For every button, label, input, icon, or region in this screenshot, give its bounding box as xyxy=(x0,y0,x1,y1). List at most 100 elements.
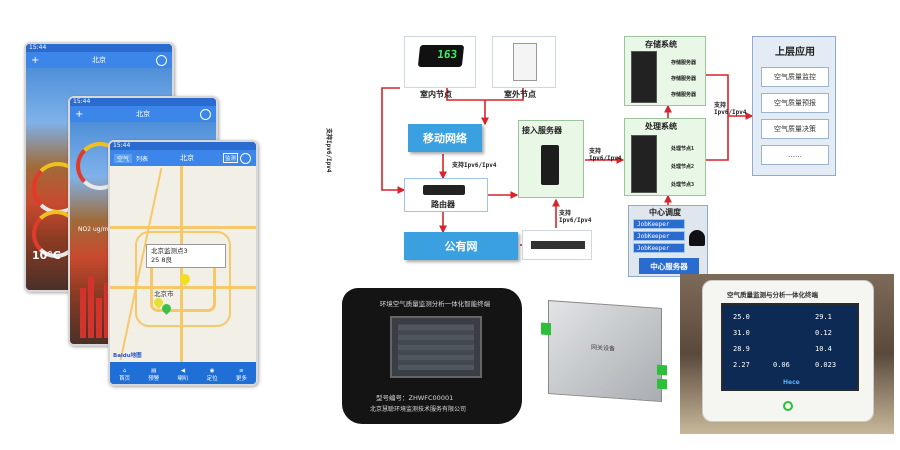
protocol-label-vertical: 支持Ipv6/Ipv4 xyxy=(325,128,332,173)
monitor-switch[interactable]: 监测 xyxy=(222,153,238,163)
tablet-terminal-photo: 环境空气质量监测分析一体化智能终端 型号编号：ZHWFC00001 北京慧聪环境… xyxy=(342,288,522,424)
router-icon xyxy=(423,185,465,195)
status-bar: 15:44 xyxy=(26,44,172,52)
map-view[interactable]: 北京监测点3 25 8良 北京市 Baidu地图 xyxy=(110,166,256,362)
station-popup[interactable]: 北京监测点3 25 8良 xyxy=(146,244,226,268)
tablet-footer-company: 北京慧聪环境监测技术服务有限公司 xyxy=(370,406,467,413)
protocol-line: Ipv6/Ipv4 xyxy=(714,109,747,116)
terminal-block xyxy=(541,322,551,336)
phone-screen-3: 15:44 空气 列表 北京 监测 北京监测点3 25 8良 北京市 Baidu… xyxy=(108,140,258,386)
app-header: + 北京 xyxy=(70,106,216,122)
bar-chart xyxy=(80,268,120,338)
console-icon xyxy=(689,230,705,246)
user-icon[interactable] xyxy=(156,54,167,66)
gateway-box-photo: 网关设备 xyxy=(541,300,667,402)
switch-node xyxy=(522,230,592,260)
tab-home[interactable]: ⌂首页 xyxy=(119,368,131,382)
protocol-line: Ipv6/Ipv4 xyxy=(589,155,622,162)
tablet-screen xyxy=(390,316,482,378)
monitor-terminal-photo: 空气质量监测与分析一体化终端 25.0 31.0 28.9 2.27 0.06 … xyxy=(680,274,894,434)
upper-apps-title: 上层应用 xyxy=(775,47,815,58)
app-item-decision: 空气质量决策 xyxy=(761,119,829,139)
city-label: 北京市 xyxy=(154,290,174,298)
chart-bar xyxy=(96,298,102,338)
protocol-line: 支持 xyxy=(559,210,572,217)
status-bar: 15:44 xyxy=(110,142,256,150)
monitor-value: 0.12 xyxy=(815,329,832,337)
status-bar: 15:44 xyxy=(70,98,216,106)
jobkeeper-item: JobKeeper xyxy=(633,243,685,253)
user-icon[interactable] xyxy=(200,108,211,120)
indoor-node-label: 室内节点 xyxy=(420,90,452,99)
protocol-label-router: 支持Ipv6/Ipv4 xyxy=(452,162,497,169)
monitor-value: 0.023 xyxy=(815,361,837,369)
app-item-monitor: 空气质量监控 xyxy=(761,67,829,87)
storage-system-label: 存储系统 xyxy=(645,40,677,49)
storage-rack-icon xyxy=(631,51,657,103)
scheduling-center-node: 中心调度 JobKeeper JobKeeper JobKeeper 中心服务器 xyxy=(628,205,708,277)
city-selector[interactable]: 北京 xyxy=(136,110,150,118)
app-header: 空气 列表 北京 监测 xyxy=(110,150,256,166)
bottom-tab-bar: ⌂首页 ▤预警 ◀喇叭 ◉定位 ≡更多 xyxy=(110,362,256,384)
router-node: 路由器 xyxy=(404,178,488,212)
popup-values: 25 8良 xyxy=(151,256,172,264)
add-icon[interactable]: + xyxy=(31,54,40,66)
terminal-block xyxy=(657,378,667,390)
processing-unit-label: 处理节点1 xyxy=(671,146,695,152)
monitor-header-text: 空气质量监测与分析一体化终端 xyxy=(727,291,818,299)
app-header: + 北京 xyxy=(26,52,172,68)
tablet-screen-content xyxy=(398,324,474,370)
indoor-display-value: 163 xyxy=(436,48,458,61)
app-item-more: …… xyxy=(761,145,829,165)
city-selector[interactable]: 北京 xyxy=(92,56,106,64)
processing-system-node: 处理系统 处理节点1 处理节点2 处理节点3 xyxy=(624,118,706,196)
temperature-text: 10°C xyxy=(32,249,61,262)
monitor-screen: 25.0 31.0 28.9 2.27 0.06 29.1 0.12 10.4 … xyxy=(721,303,859,391)
monitor-value: 0.06 xyxy=(773,361,790,369)
protocol-line: 支持 xyxy=(589,148,602,155)
city-selector[interactable]: 北京 xyxy=(180,154,195,162)
tab-more[interactable]: ≡更多 xyxy=(235,368,247,382)
app-item-forecast: 空气质量预报 xyxy=(761,93,829,113)
tab-location[interactable]: ◉定位 xyxy=(206,368,218,382)
jobkeeper-item: JobKeeper xyxy=(633,219,685,229)
processing-system-label: 处理系统 xyxy=(645,122,677,131)
monitor-brand: Hece xyxy=(783,379,800,386)
outdoor-cabinet xyxy=(513,43,537,81)
popup-title: 北京监测点3 xyxy=(151,247,188,255)
storage-unit-label: 存储服务器 xyxy=(671,76,697,82)
tab-speaker[interactable]: ◀喇叭 xyxy=(177,368,189,382)
tab-air[interactable]: 空气 xyxy=(114,153,133,163)
switch-icon xyxy=(531,241,585,249)
protocol-line: Ipv6/Ipv4 xyxy=(559,217,592,224)
add-icon[interactable]: + xyxy=(75,108,84,120)
chart-bar xyxy=(104,283,110,338)
jobkeeper-item: JobKeeper xyxy=(633,231,685,241)
protocol-label-middle: 支持 Ipv6/Ipv4 xyxy=(589,146,622,162)
user-icon[interactable] xyxy=(240,152,251,164)
upper-apps-panel: 上层应用 空气质量监控 空气质量预报 空气质量决策 …… xyxy=(752,36,836,176)
ring-road xyxy=(135,231,231,327)
processing-rack-icon xyxy=(631,135,657,193)
chart-bar xyxy=(80,288,86,338)
monitor-value: 10.4 xyxy=(815,345,832,353)
tab-warning[interactable]: ▤预警 xyxy=(148,368,160,382)
outdoor-node-device xyxy=(492,36,556,88)
router-label: 路由器 xyxy=(431,200,455,209)
public-network-node: 公有网 xyxy=(404,232,518,260)
scheduling-center-label: 中心调度 xyxy=(649,208,681,217)
pollutant-name: NO2 xyxy=(78,226,92,233)
map-brand-logo: Baidu地图 xyxy=(113,353,142,359)
pollutant-unit: ug/m³ xyxy=(92,226,111,233)
processing-unit-label: 处理节点3 xyxy=(671,182,695,188)
protocol-label-access: 支持 Ipv6/Ipv4 xyxy=(559,208,592,224)
tablet-header-text: 环境空气质量监测分析一体化智能终端 xyxy=(379,300,491,308)
indoor-node-device: 163 xyxy=(404,36,476,88)
storage-system-node: 存储系统 存储服务器 存储服务器 存储服务器 xyxy=(624,36,706,106)
server-tower-icon xyxy=(541,145,559,185)
power-button-icon[interactable] xyxy=(783,401,793,411)
monitor-value: 31.0 xyxy=(733,329,750,337)
tab-list[interactable]: 列表 xyxy=(136,155,149,163)
monitor-value: 28.9 xyxy=(733,345,750,353)
